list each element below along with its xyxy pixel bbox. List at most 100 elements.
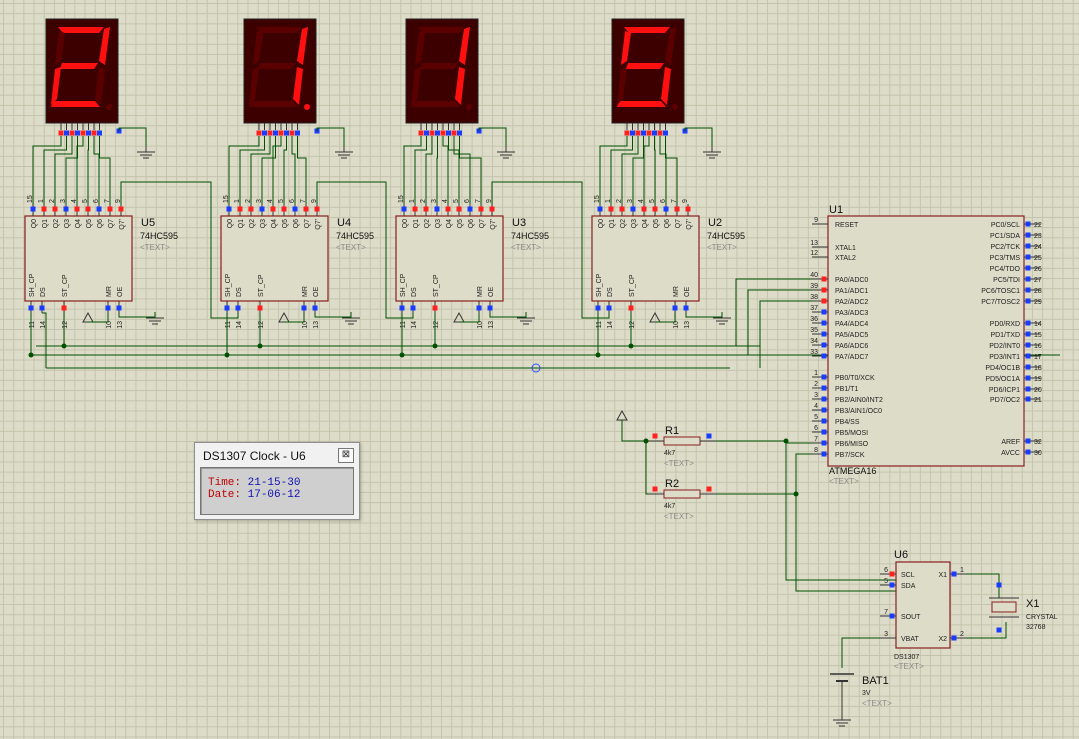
power-symbol — [616, 409, 628, 421]
pin-label: Q4 — [75, 219, 82, 228]
wire — [621, 136, 639, 204]
wire — [654, 136, 656, 204]
pin-number: 15 — [223, 195, 230, 203]
pin-number: 13 — [810, 240, 818, 247]
wire — [283, 136, 287, 204]
pin-state — [1025, 265, 1031, 271]
wire — [478, 127, 507, 146]
pin-label: Q1 — [413, 219, 420, 228]
pin-number: 15 — [27, 195, 34, 203]
wire — [88, 313, 109, 323]
pin-label: PD4/OC1B — [985, 365, 1020, 372]
junction-dot — [28, 352, 34, 358]
pin-state — [951, 635, 957, 641]
pin-label: PA7/ADC7 — [835, 354, 868, 361]
pin-label: Q1 — [42, 219, 49, 228]
wire — [316, 181, 414, 319]
pin-state — [1025, 364, 1031, 370]
pin-label: Q6 — [468, 219, 475, 228]
pin-state — [889, 613, 895, 619]
segment-d — [51, 101, 100, 107]
segment-d — [249, 101, 298, 107]
pin-number: 13 — [684, 321, 691, 329]
date-value: 17-06-12 — [247, 489, 301, 501]
pin-number: 23 — [1034, 233, 1042, 240]
resistor-body — [663, 489, 701, 499]
pin-label: Q7' — [315, 219, 322, 230]
pin-number: 4 — [814, 403, 818, 410]
pin-number: 5 — [82, 199, 89, 203]
popup-title: DS1307 Clock - U6 — [203, 449, 306, 463]
pin-state — [821, 320, 827, 326]
pin-state — [85, 206, 91, 212]
pin-state — [1025, 232, 1031, 238]
pin-number: 39 — [810, 283, 818, 290]
pin-number: 8 — [814, 447, 818, 454]
pin-number: 13 — [488, 321, 495, 329]
resistor-body — [663, 436, 701, 446]
pin-state — [96, 206, 102, 212]
wire — [120, 181, 239, 319]
ds1307-clock-popup[interactable]: DS1307 Clock - U6 ⊠ Time: 21-15-30 Date:… — [194, 442, 360, 520]
pin-state — [41, 206, 47, 212]
pin-state — [429, 130, 435, 136]
seven-segment-display: 2 — [45, 18, 119, 124]
pin-number: 15 — [1034, 332, 1042, 339]
decimal-point — [466, 104, 472, 110]
pin-label: Q5 — [86, 219, 93, 228]
pin-label: PB7/SCK — [835, 452, 865, 459]
ground-symbol — [137, 146, 155, 159]
wire — [414, 136, 427, 204]
wire — [459, 313, 480, 323]
pin-label: Q1 — [238, 219, 245, 228]
pin-number: 32 — [1034, 439, 1042, 446]
pin-number: 7 — [884, 609, 888, 616]
pin-state — [75, 130, 80, 136]
pin-number: 7 — [104, 199, 111, 203]
pin-label: Q7' — [490, 219, 497, 230]
pin-label: PB2/AIN0/INT2 — [835, 397, 883, 404]
pin-state — [821, 287, 827, 293]
pin-state — [478, 206, 484, 212]
close-icon[interactable]: ⊠ — [338, 448, 354, 463]
pin-label: PD2/INT0 — [989, 343, 1020, 350]
pin-number: 16 — [1034, 343, 1042, 350]
pin-number: 4 — [638, 199, 645, 203]
pin-state — [1025, 276, 1031, 282]
pin-label: PD0/RXD — [990, 321, 1020, 328]
pin-state — [652, 433, 658, 439]
pin-state — [262, 130, 267, 136]
mcu-atmega16: U1ATMEGA16<TEXT>9RESET13XTAL112XTAL240PA… — [810, 204, 1042, 486]
pin-label: PA2/ADC2 — [835, 299, 868, 306]
pin-number: 6 — [464, 199, 471, 203]
wire — [685, 312, 723, 318]
pin-number: 13 — [117, 321, 124, 329]
pin-number: 12 — [62, 321, 69, 329]
ic-text: <TEXT> — [336, 243, 366, 252]
pin-label: PC5/TDI — [993, 277, 1020, 284]
pin-state — [267, 130, 273, 136]
pin-state — [821, 342, 827, 348]
seven-segment-display: 1 — [405, 18, 479, 124]
pin-state — [652, 130, 657, 136]
segment-g — [60, 63, 98, 69]
pin-number: 2 — [245, 199, 252, 203]
wire — [659, 136, 667, 204]
pin-number: 12 — [629, 321, 636, 329]
pin-label: PA6/ADC6 — [835, 343, 868, 350]
segment-b — [665, 27, 676, 65]
pin-number: 11 — [596, 321, 603, 328]
pin-number: 14 — [1034, 321, 1042, 328]
resistor-ref: R1 — [665, 425, 679, 437]
wire — [735, 278, 812, 346]
junction-dot — [643, 438, 649, 444]
segment-e — [249, 67, 259, 105]
shift-register-u4: U474HC595<TEXT>15Q01Q12Q23Q34Q45Q56Q67Q7… — [220, 195, 374, 329]
pin-number: 17 — [1034, 354, 1042, 361]
pin-label: Q7 — [108, 219, 115, 228]
pin-label: SH_CP — [29, 273, 36, 297]
shift-register-u2: U274HC595<TEXT>15Q01Q12Q23Q34Q45Q56Q67Q7… — [591, 195, 745, 329]
pin-state — [821, 396, 827, 402]
